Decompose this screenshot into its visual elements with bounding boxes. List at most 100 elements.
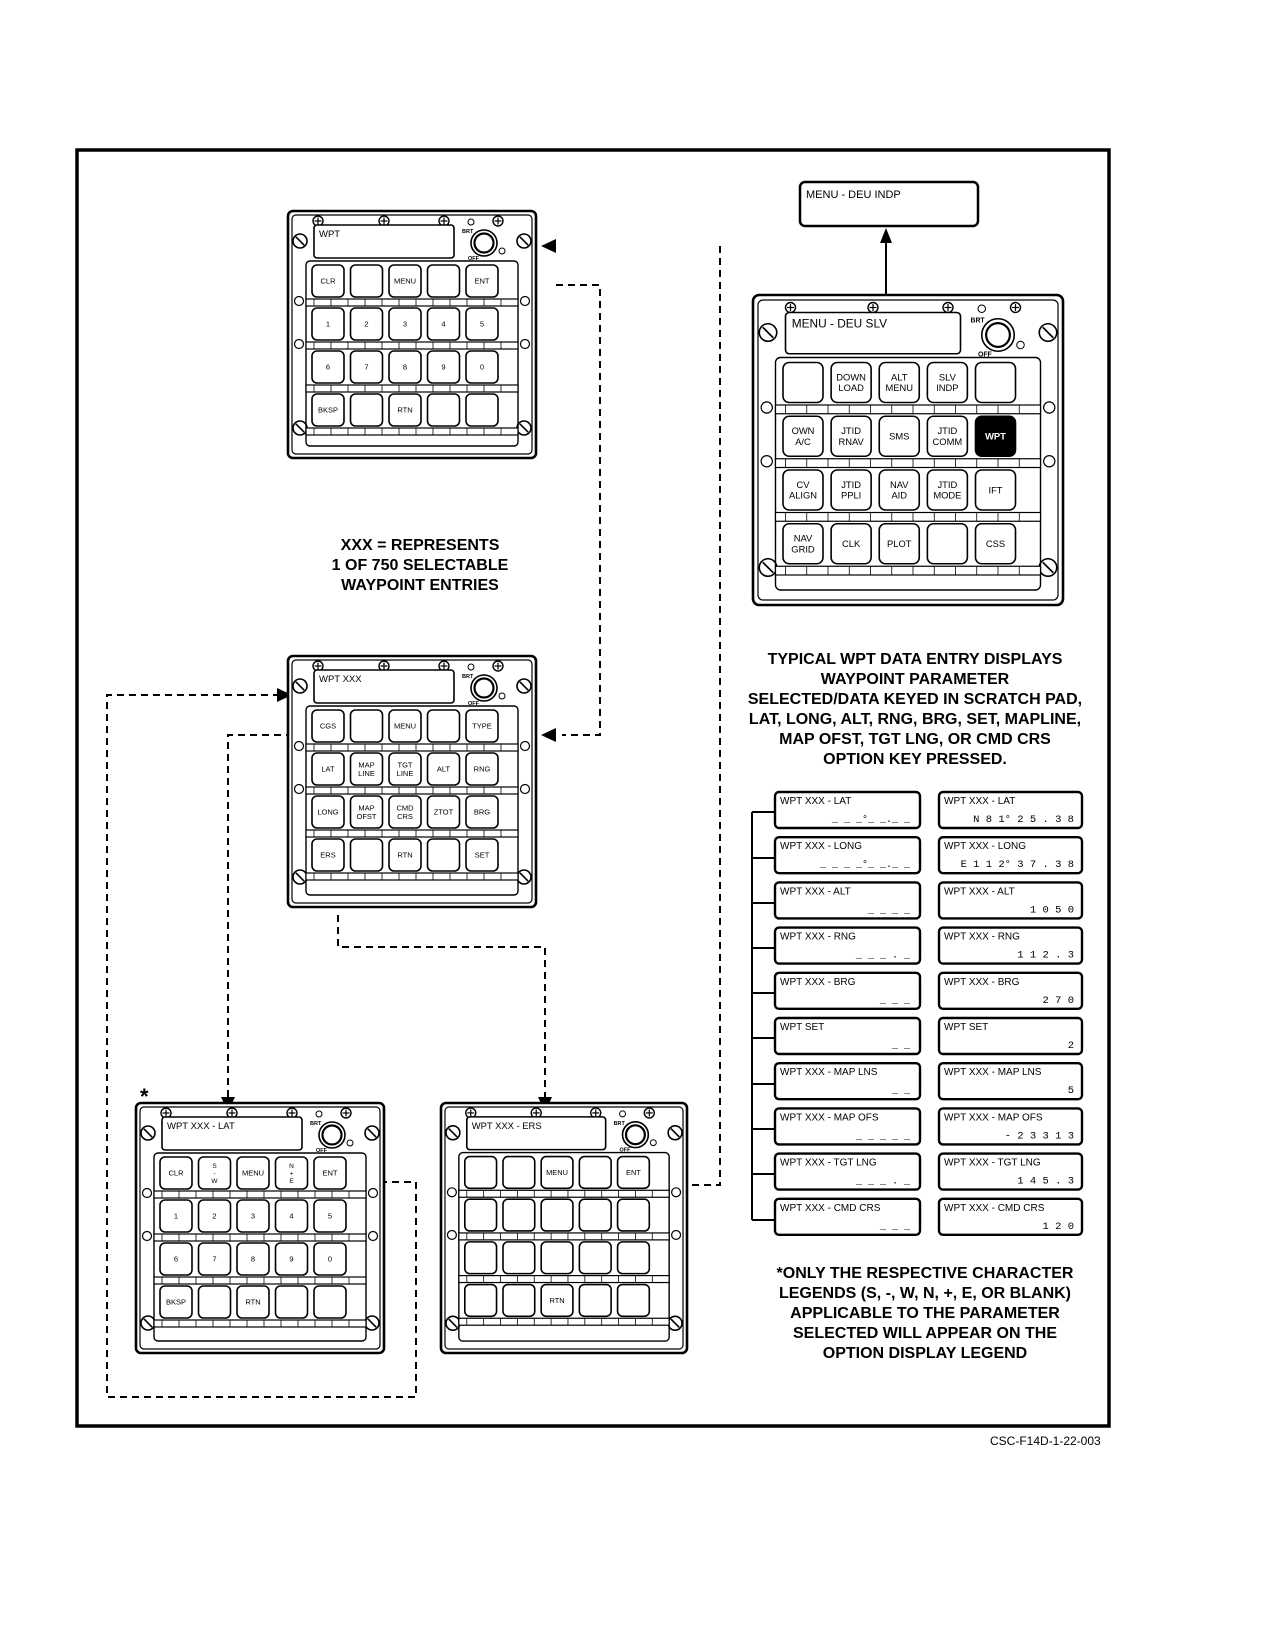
- key-ers[interactable]: [311, 838, 345, 872]
- key-nav-aid[interactable]: [878, 469, 921, 511]
- key-ent[interactable]: [465, 264, 499, 298]
- key-5[interactable]: [313, 1199, 347, 1233]
- key-3[interactable]: [236, 1199, 270, 1233]
- key-blank[interactable]: [578, 1155, 612, 1190]
- key-blank[interactable]: [974, 361, 1017, 404]
- key-8[interactable]: [388, 350, 422, 384]
- key-clk[interactable]: [830, 522, 872, 565]
- key-ift[interactable]: [974, 469, 1017, 511]
- key-blank[interactable]: [426, 838, 461, 872]
- key-blank[interactable]: [349, 393, 384, 427]
- key-clr[interactable]: [159, 1156, 193, 1190]
- key-5[interactable]: [465, 307, 499, 341]
- key-jtid-rnav[interactable]: [830, 415, 872, 458]
- key-blank[interactable]: [274, 1285, 309, 1319]
- key-blank[interactable]: [616, 1241, 651, 1275]
- key-4[interactable]: [274, 1199, 309, 1233]
- key-blank[interactable]: [616, 1198, 651, 1232]
- key-blank[interactable]: [464, 1198, 498, 1232]
- key-blank[interactable]: [616, 1283, 651, 1318]
- key-blank[interactable]: [426, 709, 461, 743]
- key-own-a-c[interactable]: [782, 415, 824, 458]
- key-blank[interactable]: [502, 1155, 536, 1190]
- key-tgt-line[interactable]: [388, 752, 422, 786]
- key-jtid-ppli[interactable]: [830, 469, 872, 511]
- key-9[interactable]: [426, 350, 461, 384]
- key-rtn[interactable]: [236, 1285, 270, 1319]
- key-plot[interactable]: [878, 522, 921, 565]
- key-menu[interactable]: [388, 709, 422, 743]
- key-1[interactable]: [311, 307, 345, 341]
- key-ztot[interactable]: [426, 795, 461, 829]
- key-0[interactable]: [313, 1242, 347, 1276]
- key-menu[interactable]: [540, 1155, 574, 1190]
- key-wpt[interactable]: [974, 415, 1017, 458]
- key-rng[interactable]: [465, 752, 499, 786]
- key-1[interactable]: [159, 1199, 193, 1233]
- key-menu[interactable]: [388, 264, 422, 298]
- key-jtid-mode[interactable]: [926, 469, 969, 511]
- key-blank[interactable]: [197, 1285, 232, 1319]
- key-alt[interactable]: [426, 752, 461, 786]
- key-6[interactable]: [311, 350, 345, 384]
- key-sms[interactable]: [878, 415, 921, 458]
- key-rtn[interactable]: [388, 838, 422, 872]
- key-8[interactable]: [236, 1242, 270, 1276]
- key-ent[interactable]: [616, 1155, 651, 1190]
- key-down-load[interactable]: [830, 361, 872, 404]
- key-blank[interactable]: [313, 1285, 347, 1319]
- key-blank[interactable]: [349, 264, 384, 298]
- key-rtn[interactable]: [540, 1283, 574, 1318]
- key-lat[interactable]: [311, 752, 345, 786]
- key-long[interactable]: [311, 795, 345, 829]
- key-map-ofst[interactable]: [349, 795, 384, 829]
- key-bksp[interactable]: [159, 1285, 193, 1319]
- key-cv-align[interactable]: [782, 469, 824, 511]
- key-blank[interactable]: [502, 1283, 536, 1318]
- key-blank[interactable]: [426, 264, 461, 298]
- key-blank[interactable]: [464, 1155, 498, 1190]
- key-blank[interactable]: [540, 1198, 574, 1232]
- key-alt-menu[interactable]: [878, 361, 921, 404]
- key-0[interactable]: [465, 350, 499, 384]
- key-s-w[interactable]: [197, 1156, 232, 1190]
- key-blank[interactable]: [578, 1198, 612, 1232]
- key-6[interactable]: [159, 1242, 193, 1276]
- key-jtid-comm[interactable]: [926, 415, 969, 458]
- key-set[interactable]: [465, 838, 499, 872]
- key-n-e[interactable]: [274, 1156, 309, 1190]
- key-blank[interactable]: [782, 361, 824, 404]
- key-2[interactable]: [197, 1199, 232, 1233]
- key-blank[interactable]: [426, 393, 461, 427]
- key-menu[interactable]: [236, 1156, 270, 1190]
- key-blank[interactable]: [464, 1283, 498, 1318]
- key-slv-indp[interactable]: [926, 361, 969, 404]
- key-blank[interactable]: [464, 1241, 498, 1275]
- key-cmd-crs[interactable]: [388, 795, 422, 829]
- key-nav-grid[interactable]: [782, 522, 824, 565]
- key-blank[interactable]: [578, 1283, 612, 1318]
- key-css[interactable]: [974, 522, 1017, 565]
- key-type[interactable]: [465, 709, 499, 743]
- key-3[interactable]: [388, 307, 422, 341]
- key-blank[interactable]: [349, 709, 384, 743]
- key-blank[interactable]: [540, 1241, 574, 1275]
- key-blank[interactable]: [578, 1241, 612, 1275]
- key-blank[interactable]: [502, 1241, 536, 1275]
- key-7[interactable]: [349, 350, 384, 384]
- key-4[interactable]: [426, 307, 461, 341]
- key-7[interactable]: [197, 1242, 232, 1276]
- key-blank[interactable]: [465, 393, 499, 427]
- key-blank[interactable]: [349, 838, 384, 872]
- key-blank[interactable]: [926, 522, 969, 565]
- key-cgs[interactable]: [311, 709, 345, 743]
- key-clr[interactable]: [311, 264, 345, 298]
- key-blank[interactable]: [502, 1198, 536, 1232]
- key-map-line[interactable]: [349, 752, 384, 786]
- key-9[interactable]: [274, 1242, 309, 1276]
- key-2[interactable]: [349, 307, 384, 341]
- key-bksp[interactable]: [311, 393, 345, 427]
- key-rtn[interactable]: [388, 393, 422, 427]
- key-ent[interactable]: [313, 1156, 347, 1190]
- key-brg[interactable]: [465, 795, 499, 829]
